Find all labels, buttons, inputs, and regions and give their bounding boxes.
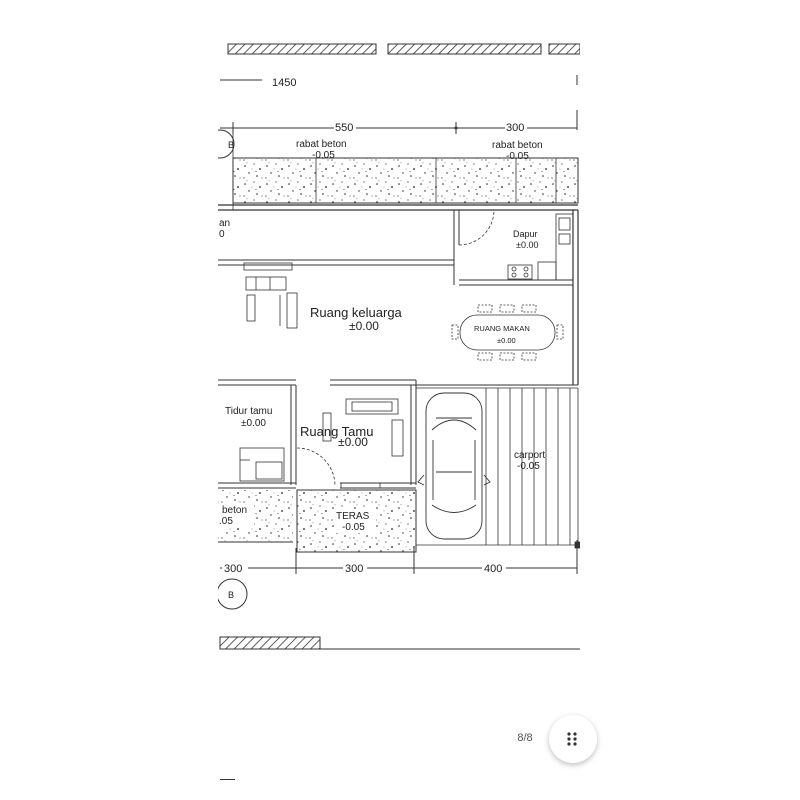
- dapur-level: ±0.00: [516, 240, 538, 250]
- dim-top-right: 300: [506, 122, 524, 134]
- partial-room-name: an: [219, 218, 230, 229]
- rabat-beton-top: rabat beton -0.05 rabat beton -0.05: [232, 139, 579, 204]
- dim-bottom-mid: 300: [345, 563, 363, 575]
- floor-plan-image: 1450 550 300 B: [218, 0, 580, 800]
- dim-bottom-left: 300: [224, 563, 242, 575]
- bottom-beton-level: .05: [219, 516, 233, 527]
- floor-plan-drawing: 1450 550 300 B: [218, 43, 580, 650]
- carport-name: carport: [514, 450, 545, 461]
- axis-marker-bottom: B: [218, 578, 248, 610]
- rabat-right-level: -0.05: [506, 151, 529, 162]
- kitchen-fixtures: [507, 213, 574, 281]
- rabat-right-name: rabat beton: [492, 140, 543, 151]
- dim-top-left: 550: [335, 122, 353, 134]
- axis-marker-top-label: B: [228, 140, 234, 150]
- axis-marker-bottom-label: B: [228, 590, 234, 600]
- bottom-beton-name: beton: [222, 505, 247, 516]
- overall-dimension-line: 1450: [220, 75, 578, 130]
- dim-top-total: 1450: [272, 77, 296, 89]
- grid-dots-icon: [567, 732, 577, 746]
- page-counter: 8/8: [517, 732, 533, 744]
- carport-level: -0.05: [517, 461, 540, 472]
- keluarga-level: ±0.00: [349, 319, 379, 333]
- top-hatched-walls: [227, 43, 580, 55]
- dim-bottom-right: 400: [484, 563, 502, 575]
- carport-area: [416, 387, 580, 549]
- tamu-name: Ruang Tamu: [300, 424, 373, 439]
- guest-bedroom-furniture: [239, 447, 285, 482]
- teras-name: TERAS: [336, 511, 370, 522]
- keluarga-name: Ruang keluarga: [310, 305, 403, 320]
- car-outline: [417, 392, 491, 540]
- rabat-left-level: -0.05: [312, 150, 335, 161]
- main-walls: [218, 204, 579, 489]
- front-door: [296, 447, 336, 487]
- kitchen-door: [458, 209, 495, 246]
- makan-level: ±0.00: [497, 336, 516, 345]
- bottom-dimension-line: 300 300 400: [220, 540, 578, 575]
- bottom-divider: [220, 779, 235, 780]
- tidur-level: ±0.00: [241, 418, 266, 429]
- top-dimension-line: 550 300: [220, 121, 577, 134]
- tamu-level: ±0.00: [338, 435, 368, 449]
- rabat-left-name: rabat beton: [296, 139, 347, 150]
- dining-table: [451, 304, 564, 361]
- teras-level: -0.05: [342, 522, 365, 533]
- bottom-hatched-wall: [219, 636, 580, 650]
- family-room-furniture: [243, 262, 298, 329]
- gallery-grid-button[interactable]: [549, 715, 597, 763]
- living-room-furniture: [322, 398, 404, 489]
- partial-room-level: 0: [219, 229, 225, 240]
- makan-name: RUANG MAKAN: [474, 324, 530, 333]
- dapur-name: Dapur: [513, 229, 538, 239]
- tidur-name: Tidur tamu: [225, 406, 272, 417]
- axis-marker-top: B: [218, 128, 235, 210]
